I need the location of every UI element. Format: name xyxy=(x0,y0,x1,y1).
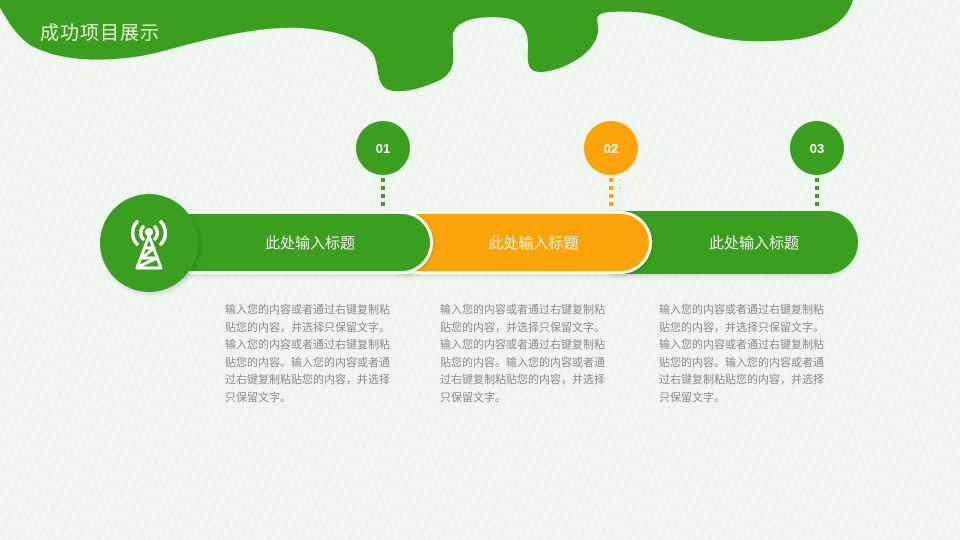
step-description-3: 输入您的内容或者通过右键复制粘贴您的内容，并选择只保留文字。输入您的内容或者通过… xyxy=(659,303,824,404)
step-number: 01 xyxy=(375,140,391,156)
connector-dots-3 xyxy=(815,178,819,206)
step-title-bar-2: 此处输入标题 xyxy=(400,211,652,274)
step-number-badge-3: 03 xyxy=(790,121,844,175)
step-number: 03 xyxy=(809,140,825,156)
step-title: 此处输入标题 xyxy=(264,234,355,252)
page-title: 成功项目展示 xyxy=(40,22,161,44)
icon-badge xyxy=(100,194,198,292)
step-number-badge-1: 01 xyxy=(356,121,410,175)
step-description-1: 输入您的内容或者通过右键复制粘贴您的内容，并选择只保留文字。输入您的内容或者通过… xyxy=(225,303,390,404)
connector-dots-2 xyxy=(609,178,613,206)
header-drip-shape xyxy=(0,0,853,92)
step-title: 此处输入标题 xyxy=(708,234,799,252)
connector-dots-1 xyxy=(381,178,385,206)
step-number-badge-2: 02 xyxy=(584,121,638,175)
step-number: 02 xyxy=(603,140,619,156)
step-title: 此处输入标题 xyxy=(488,234,579,252)
signal-tower-icon xyxy=(130,220,168,270)
step-description-2: 输入您的内容或者通过右键复制粘贴您的内容，并选择只保留文字。输入您的内容或者通过… xyxy=(440,303,605,404)
